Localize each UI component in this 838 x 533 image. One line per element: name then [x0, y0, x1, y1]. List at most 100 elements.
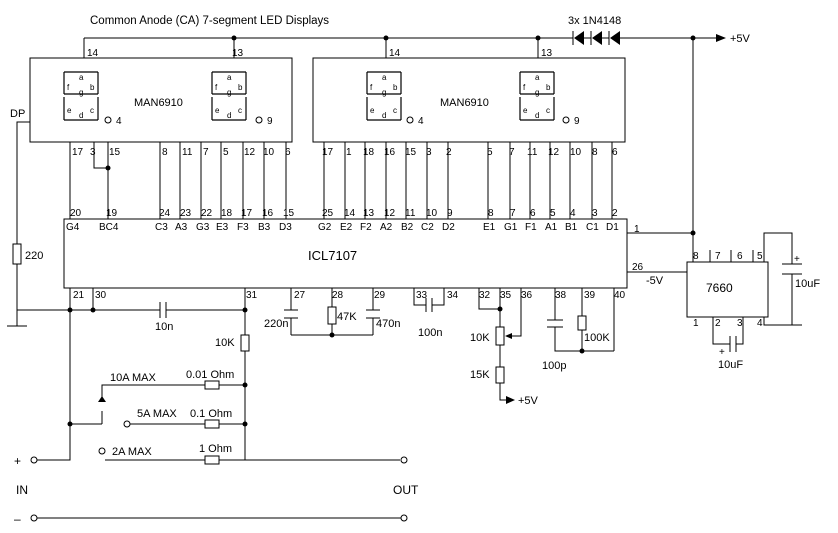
resistor-47k: [327, 306, 337, 325]
display-2-dp-pin-9: 9: [574, 116, 580, 127]
display-2-bpin: 2: [446, 147, 452, 158]
r-47k-value: 47K: [337, 311, 357, 323]
pin-num: 14: [344, 208, 356, 219]
seg-letter-f: f: [215, 83, 218, 92]
pin-num: 31: [246, 290, 258, 301]
dp-label: DP: [10, 108, 25, 120]
c-int-value: 10n: [155, 321, 173, 333]
pin-sig: F3: [237, 222, 249, 233]
pin-num: 39: [584, 290, 596, 301]
display-2-bpin: 18: [363, 147, 375, 158]
pin-sig: D1: [606, 222, 619, 233]
resistor-100k: [577, 315, 587, 331]
pin-num: 17: [241, 208, 253, 219]
display-2-pin-13: 13: [541, 48, 553, 59]
display-1-bpin: 10: [263, 147, 275, 158]
range-2a-label: 2A MAX: [112, 446, 152, 458]
display-2-pin-14: 14: [389, 48, 401, 59]
display-1-bpin: 6: [285, 147, 291, 158]
display-2-bpin: 17: [322, 147, 334, 158]
pin-num: 22: [201, 208, 213, 219]
segment-bus: [69, 142, 613, 219]
pin-num: 29: [374, 290, 386, 301]
seg-letter-e: e: [215, 106, 220, 115]
seg-letter-d: d: [535, 111, 539, 120]
display-1-dp-pin-9: 9: [267, 116, 273, 127]
display-2-bpin: 1: [346, 147, 352, 158]
display-1-pin-13: 13: [232, 48, 244, 59]
pin-num: 35: [500, 290, 512, 301]
display-2-digit-2: a f g b e d c 9: [519, 71, 580, 127]
display-1-digit-1: a f g b e d c 4: [63, 71, 122, 127]
diode-2: [590, 31, 609, 45]
icl7107-chip: ICL7107 20 19 24 23 22 18 17 16 15 25 14…: [63, 208, 644, 301]
ic7660-pin: 8: [693, 251, 699, 262]
seg-letter-b: b: [238, 83, 243, 92]
minus-label: –: [14, 512, 21, 526]
ic7660-pin: 1: [693, 318, 699, 329]
display-1-pin-14: 14: [87, 48, 99, 59]
icl7107-body: [63, 218, 628, 289]
display-2-bpin: 6: [612, 147, 618, 158]
in-plus-terminal[interactable]: [30, 456, 38, 464]
out-label: OUT: [393, 483, 419, 497]
resistor-220: [12, 243, 22, 265]
diode-label: 3x 1N4148: [568, 15, 621, 27]
pin-sig: BC4: [99, 222, 119, 233]
pin-sig: G3: [196, 222, 210, 233]
pin-num: 23: [180, 208, 192, 219]
range-2a-contact[interactable]: [98, 447, 106, 455]
display-2-body: [312, 57, 626, 143]
icl7107-top-pin-numbers: 20 19 24 23 22 18 17 16 15 25 14 13 12 1…: [70, 208, 618, 219]
ic7660-pin: 6: [737, 251, 743, 262]
pin-sig: G2: [318, 222, 332, 233]
display-2-bpin: 10: [570, 147, 582, 158]
display-2-dp-pin-4: 4: [418, 116, 424, 127]
pin-num: 13: [363, 208, 375, 219]
r-10k-value: 10K: [215, 337, 235, 349]
out-plus-terminal[interactable]: [400, 456, 408, 464]
pin-num: 25: [322, 208, 334, 219]
resistor-10k-sense: 10K: [215, 334, 250, 460]
ref-cap-network: 100n: [413, 288, 445, 339]
pin-sig: C2: [421, 222, 434, 233]
in-label: IN: [16, 483, 28, 497]
supply-rail: +5V: [83, 33, 751, 58]
pin-num: 4: [570, 208, 576, 219]
pin-num: 32: [479, 290, 491, 301]
range-5a-label: 5A MAX: [137, 408, 177, 420]
ic7660-pin: 5: [757, 251, 763, 262]
out-minus-terminal[interactable]: [400, 514, 408, 522]
display-2-bpin: 7: [509, 147, 515, 158]
shunt-1-ohm: [204, 455, 220, 465]
pin-num: 15: [283, 208, 295, 219]
pin-num: 8: [488, 208, 494, 219]
ic7660-name: 7660: [706, 281, 733, 295]
reference-divider: +5V 10K 15K: [470, 288, 539, 407]
r-100k-value: 100K: [584, 332, 610, 344]
ic7660-pin: 3: [737, 318, 743, 329]
pin-sig: F1: [525, 222, 537, 233]
c-100n-value: 100n: [418, 327, 442, 339]
pin-sig: C1: [586, 222, 599, 233]
pin-num: 19: [106, 208, 118, 219]
range-5a-contact[interactable]: [123, 420, 131, 428]
display-2-digit-1: a f g b e d c 4: [366, 71, 424, 127]
pin-num: 40: [614, 290, 626, 301]
pin-num: 24: [159, 208, 171, 219]
display-1-bpin: 11: [182, 147, 193, 158]
seg-letter-d: d: [79, 111, 83, 120]
ref-plus5v: +5V: [518, 395, 539, 407]
pin-num: 28: [332, 290, 344, 301]
cap-bottom-plus: +: [719, 347, 725, 358]
minus5v-label: -5V: [646, 275, 664, 287]
dp-branch: DP 220: [7, 108, 43, 327]
plus5v-label: +5V: [730, 33, 751, 45]
pin-num: 16: [262, 208, 274, 219]
in-minus-terminal[interactable]: [30, 514, 38, 522]
icl7107-pin-1: 1: [634, 224, 640, 235]
shunt-0-1-value: 0.1 Ohm: [190, 408, 232, 420]
display-module-1: 14 13 MAN6910 a f g b e d c 4 a f g b e …: [29, 48, 293, 143]
pin-sig: G4: [66, 222, 80, 233]
